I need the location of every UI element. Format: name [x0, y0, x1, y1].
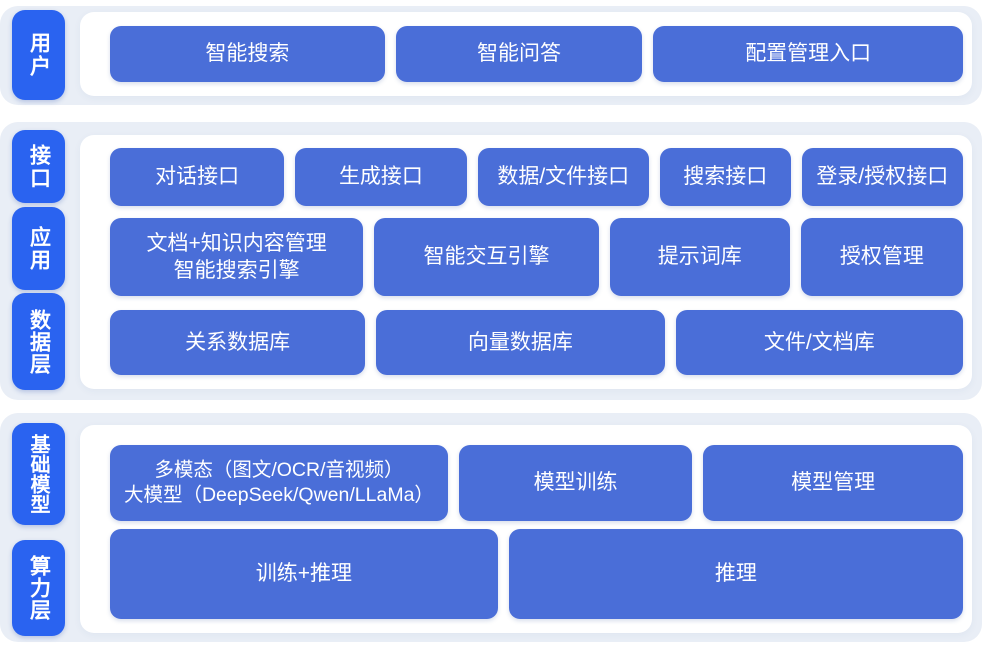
btn-data-file-api: 数据/文件接口 [477, 148, 649, 206]
interface-row: 对话接口 生成接口 数据/文件接口 搜索接口 登录/授权接口 [110, 148, 964, 206]
btn-smart-search: 智能搜索 [110, 26, 385, 82]
middle-band: 接口 应用 数据层 对话接口 生成接口 数据/文件接口 搜索接口 登录/授权接口… [0, 122, 982, 400]
layer-label-application: 应用 [12, 207, 65, 290]
btn-prompt-library: 提示词库 [609, 218, 790, 296]
bottom-band-card: 多模态（图文/OCR/音视频） 大模型（DeepSeek/Qwen/LLaMa）… [80, 425, 972, 633]
btn-inference: 推理 [508, 529, 963, 619]
layer-label-user: 用户 [12, 10, 65, 100]
model-row: 多模态（图文/OCR/音视频） 大模型（DeepSeek/Qwen/LLaMa）… [110, 445, 963, 521]
layer-label-foundation-model: 基础模型 [12, 423, 65, 525]
user-layer-labels: 用户 [12, 6, 65, 105]
user-layer-card: 智能搜索 智能问答 配置管理入口 [80, 12, 972, 96]
middle-band-card: 对话接口 生成接口 数据/文件接口 搜索接口 登录/授权接口 文档+知识内容管理… [80, 135, 972, 389]
btn-config-management-entry: 配置管理入口 [653, 26, 963, 82]
btn-auth-management: 授权管理 [800, 218, 964, 296]
middle-band-labels: 接口 应用 数据层 [12, 122, 65, 400]
layer-label-interface: 接口 [12, 130, 65, 203]
user-row: 智能搜索 智能问答 配置管理入口 [110, 26, 963, 82]
layer-label-compute: 算力层 [12, 540, 65, 636]
bottom-band: 基础模型 算力层 多模态（图文/OCR/音视频） 大模型（DeepSeek/Qw… [0, 413, 982, 642]
application-row: 文档+知识内容管理 智能搜索引擎 智能交互引擎 提示词库 授权管理 [110, 218, 964, 296]
btn-model-training: 模型训练 [458, 445, 693, 521]
btn-vector-db: 向量数据库 [376, 310, 665, 375]
layer-label-data: 数据层 [12, 293, 65, 390]
btn-doc-knowledge-search-engine: 文档+知识内容管理 智能搜索引擎 [110, 218, 364, 296]
data-row: 关系数据库 向量数据库 文件/文档库 [110, 310, 963, 375]
btn-relational-db: 关系数据库 [110, 310, 366, 375]
btn-multimodal-llm: 多模态（图文/OCR/音视频） 大模型（DeepSeek/Qwen/LLaMa） [110, 445, 448, 521]
btn-smart-qa: 智能问答 [395, 26, 643, 82]
btn-model-management: 模型管理 [703, 445, 963, 521]
compute-row: 训练+推理 推理 [110, 529, 963, 619]
btn-generation-api: 生成接口 [295, 148, 467, 206]
btn-dialog-api: 对话接口 [110, 148, 285, 206]
btn-training-inference: 训练+推理 [110, 529, 498, 619]
user-layer-band: 用户 智能搜索 智能问答 配置管理入口 [0, 6, 982, 105]
btn-file-doc-store: 文件/文档库 [675, 310, 963, 375]
bottom-band-labels: 基础模型 算力层 [12, 413, 65, 642]
btn-search-api: 搜索接口 [659, 148, 791, 206]
btn-smart-interaction-engine: 智能交互引擎 [374, 218, 599, 296]
btn-login-auth-api: 登录/授权接口 [801, 148, 964, 206]
